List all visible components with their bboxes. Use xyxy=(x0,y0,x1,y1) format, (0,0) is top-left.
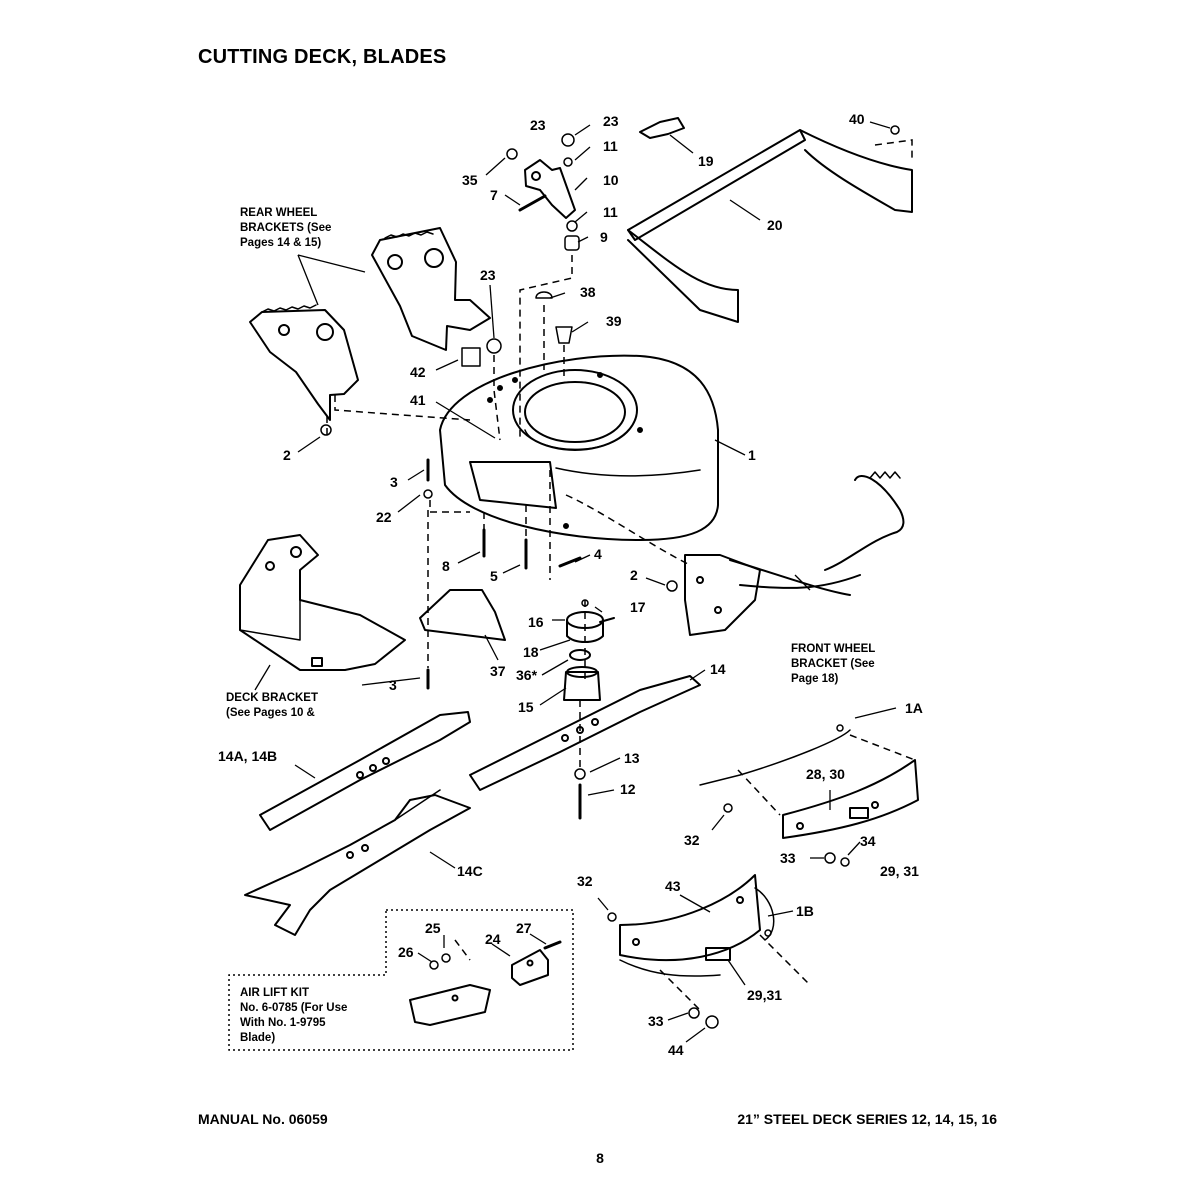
callout-29-31-upper: 29, 31 xyxy=(880,863,919,879)
callout-40: 40 xyxy=(849,111,865,127)
bracket-arm-10 xyxy=(524,159,576,219)
callout-27: 27 xyxy=(516,920,532,936)
callout-15: 15 xyxy=(518,699,534,715)
note-front-wheel-line2: BRACKET (See xyxy=(791,658,875,670)
callout-7: 7 xyxy=(490,187,498,203)
callout-17: 17 xyxy=(630,599,646,615)
callout-14a-14b: 14A, 14B xyxy=(218,748,277,764)
callout-37: 37 xyxy=(490,663,506,679)
note-rear-wheel-line3: Pages 14 & 15) xyxy=(240,237,321,249)
cutting-deck-housing xyxy=(439,354,719,541)
front-wheel-bracket xyxy=(684,471,905,636)
callout-20: 20 xyxy=(767,217,783,233)
callout-39: 39 xyxy=(606,313,622,329)
callout-28-30: 28, 30 xyxy=(806,766,845,782)
callout-38: 38 xyxy=(580,284,596,300)
callout-33-upper: 33 xyxy=(780,850,796,866)
note-air-lift-line2: No. 6-0785 (For Use xyxy=(240,1002,347,1014)
callout-22: 22 xyxy=(376,509,392,525)
note-deck-bracket-line1: DECK BRACKET xyxy=(226,692,318,704)
page-number: 8 xyxy=(596,1150,604,1166)
callout-32-lower: 32 xyxy=(577,873,593,889)
note-air-lift-line1: AIR LIFT KIT xyxy=(240,987,309,999)
assembly-lines xyxy=(326,139,916,1011)
deck-bracket xyxy=(239,534,406,671)
handle-bar-20 xyxy=(627,129,913,323)
callout-12: 12 xyxy=(620,781,636,797)
deck-series: 21” STEEL DECK SERIES 12, 14, 15, 16 xyxy=(737,1111,997,1127)
notes: REAR WHEEL BRACKETS (See Pages 14 & 15) … xyxy=(226,207,875,1044)
callout-35: 35 xyxy=(462,172,478,188)
callout-36: 36* xyxy=(516,667,538,683)
note-air-lift-line4: Blade) xyxy=(240,1032,275,1044)
callout-13: 13 xyxy=(624,750,640,766)
callout-42: 42 xyxy=(410,364,426,380)
callout-8: 8 xyxy=(442,558,450,574)
note-rear-wheel-line1: REAR WHEEL xyxy=(240,207,317,219)
callout-18: 18 xyxy=(523,644,539,660)
callout-25: 25 xyxy=(425,920,441,936)
rear-wheel-bracket-upper xyxy=(371,227,491,351)
callout-labels: 1 1A 1B 2 2 3 3 4 5 7 8 9 10 11 11 12 13… xyxy=(218,111,923,1058)
bracket-19 xyxy=(639,117,685,139)
callout-24: 24 xyxy=(485,931,501,947)
callout-1: 1 xyxy=(748,447,756,463)
callout-3-upper: 3 xyxy=(390,474,398,490)
blade-adapter-stack xyxy=(563,611,604,701)
callout-26: 26 xyxy=(398,944,414,960)
callout-43: 43 xyxy=(665,878,681,894)
note-deck-bracket-line2: (See Pages 10 & xyxy=(226,707,315,719)
callout-11-upper: 11 xyxy=(603,138,618,154)
callout-14: 14 xyxy=(710,661,726,677)
callout-1a: 1A xyxy=(905,700,923,716)
manual-number: MANUAL No. 06059 xyxy=(198,1111,328,1127)
callout-16: 16 xyxy=(528,614,544,630)
baffle-28-30 xyxy=(699,729,919,839)
callout-11-lower: 11 xyxy=(603,204,618,220)
air-lift-kit-box xyxy=(228,909,574,1051)
blade-14a-14b xyxy=(259,711,471,831)
callout-23-middle: 23 xyxy=(480,267,496,283)
callout-2-left: 2 xyxy=(283,447,291,463)
rear-wheel-bracket-lower xyxy=(249,304,359,421)
air-lift-blade xyxy=(409,949,549,1026)
note-rear-wheel-line2: BRACKETS (See xyxy=(240,222,331,234)
leader-lines xyxy=(254,121,897,1043)
note-front-wheel-line1: FRONT WHEEL xyxy=(791,643,875,655)
page-title: CUTTING DECK, BLADES xyxy=(198,46,447,68)
callout-3-lower: 3 xyxy=(389,677,397,693)
callout-41: 41 xyxy=(410,392,426,408)
callout-29-31-lower: 29,31 xyxy=(747,987,782,1003)
callout-9: 9 xyxy=(600,229,608,245)
callout-33-lower: 33 xyxy=(648,1013,664,1029)
callout-19: 19 xyxy=(698,153,714,169)
callout-23-top-left: 23 xyxy=(530,117,546,133)
callout-14c: 14C xyxy=(457,863,483,879)
blade-14 xyxy=(469,675,701,791)
callout-5: 5 xyxy=(490,568,498,584)
callout-44: 44 xyxy=(668,1042,684,1058)
callout-2-right: 2 xyxy=(630,567,638,583)
callout-1b: 1B xyxy=(796,903,814,919)
callout-34: 34 xyxy=(860,833,876,849)
callout-32-upper: 32 xyxy=(684,832,700,848)
note-front-wheel-line3: Page 18) xyxy=(791,673,838,685)
note-air-lift-line3: With No. 1-9795 xyxy=(240,1017,326,1029)
blade-14c xyxy=(244,789,471,936)
hardware xyxy=(320,125,900,1029)
callout-10: 10 xyxy=(603,172,619,188)
callout-4: 4 xyxy=(594,546,602,562)
callout-23-top-right: 23 xyxy=(603,113,619,129)
plate-37 xyxy=(419,589,506,641)
baffle-43 xyxy=(619,874,775,977)
